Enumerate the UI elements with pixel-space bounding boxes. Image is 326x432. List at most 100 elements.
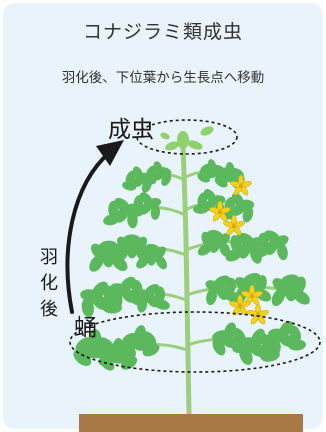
diagram-panel: コナジラミ類成虫 羽化後、下位葉から生長点へ移動 xyxy=(3,3,323,429)
leaflet xyxy=(280,274,300,287)
leaflet xyxy=(225,248,243,262)
pupa-label: 蛹 xyxy=(74,315,97,341)
tomato-flower xyxy=(229,294,251,316)
leaflet xyxy=(269,336,281,354)
leaflet xyxy=(155,255,168,270)
leaflet xyxy=(132,166,144,180)
leaflet xyxy=(89,254,104,272)
leaflet xyxy=(114,247,129,263)
leaflet xyxy=(279,320,293,338)
leaf-cluster xyxy=(271,274,310,307)
leaflet xyxy=(271,288,286,307)
flower-center xyxy=(249,293,255,299)
leaflet xyxy=(150,204,161,220)
leaflet xyxy=(120,356,138,370)
leaf-cluster xyxy=(136,283,170,313)
leaf-cluster xyxy=(143,161,172,186)
leaflet xyxy=(277,243,288,261)
leaflet xyxy=(243,272,261,286)
leaf-cluster xyxy=(220,192,255,223)
leaflet xyxy=(142,343,160,357)
emergence-label-char-2: 化 xyxy=(40,273,58,294)
leaflet xyxy=(103,214,120,226)
growing-point-shoot xyxy=(160,126,214,151)
leaf-cluster xyxy=(136,243,168,270)
leaflet xyxy=(129,207,145,217)
tomato-flower xyxy=(223,214,245,236)
flower-center xyxy=(237,303,243,309)
leaflet xyxy=(197,172,211,183)
leaflet xyxy=(122,342,136,358)
leaflet xyxy=(293,289,310,305)
leaflet xyxy=(153,161,163,175)
main-stem xyxy=(180,147,192,415)
growing-point-zone xyxy=(136,119,238,155)
arrow-head xyxy=(96,140,124,166)
leaflet xyxy=(288,339,306,351)
diagram-title: コナジラミ類成虫 xyxy=(82,21,243,43)
leaflet xyxy=(143,175,157,185)
leaflet xyxy=(207,159,217,173)
leaflet xyxy=(98,240,118,253)
leaflet xyxy=(125,170,136,184)
leaflet xyxy=(120,276,136,292)
diagram-subtitle: 羽化後、下位葉から生長点へ移動 xyxy=(61,70,265,86)
soil-bed xyxy=(79,414,303,432)
leaflet xyxy=(137,296,148,313)
emergence-label-char-3: 後 xyxy=(40,299,58,320)
leaflet xyxy=(144,283,160,297)
leaflet xyxy=(88,329,102,350)
leaflet xyxy=(214,275,230,288)
movement-arrow xyxy=(65,140,124,314)
leaf-cluster xyxy=(253,230,289,261)
emergence-label-char-1: 羽 xyxy=(40,247,58,268)
leaf-cluster xyxy=(122,166,153,193)
leaflet xyxy=(73,349,92,366)
leaflet xyxy=(81,297,95,318)
leaflet xyxy=(139,192,153,205)
leaflet xyxy=(91,281,109,299)
leaflet xyxy=(212,338,226,356)
leaflet xyxy=(122,181,137,191)
tomato-flower xyxy=(209,200,231,222)
flower-center xyxy=(238,183,244,189)
leaflet xyxy=(242,206,254,223)
leaflet xyxy=(206,288,217,306)
adult-label: 成虫 xyxy=(108,117,154,143)
leaflet xyxy=(197,243,213,256)
leaflet xyxy=(239,346,253,365)
leaflet xyxy=(207,229,223,241)
leaflet xyxy=(253,245,270,258)
leaflet xyxy=(236,232,254,246)
lower-leaves-zone xyxy=(69,311,321,373)
leaflet xyxy=(231,192,245,208)
leaflet xyxy=(203,189,217,203)
leaflet xyxy=(111,291,123,309)
leaflet xyxy=(146,165,157,178)
leaflet xyxy=(114,197,130,212)
leaflet xyxy=(144,243,160,254)
leaf-cluster xyxy=(129,192,162,220)
flower-center xyxy=(231,223,237,229)
tomato-foliage xyxy=(73,159,310,371)
leaflet xyxy=(161,173,172,186)
leaflet xyxy=(225,162,235,177)
leaflet xyxy=(112,338,124,356)
flower-center xyxy=(217,209,223,215)
leaflet xyxy=(214,176,228,188)
tomato-flower xyxy=(247,303,269,325)
leaflet xyxy=(136,256,150,269)
leaflet xyxy=(223,322,237,340)
leaf-cluster xyxy=(268,320,306,354)
leaflet xyxy=(264,230,280,243)
leaflet xyxy=(288,325,302,343)
tomato-flower xyxy=(241,284,263,306)
leaflet xyxy=(123,234,141,245)
tomato-flower xyxy=(230,174,252,196)
leaflet xyxy=(153,299,170,310)
leaflet xyxy=(141,331,157,347)
leaflet xyxy=(134,325,146,343)
leaf-cluster xyxy=(122,325,160,358)
leaflet xyxy=(250,328,266,348)
